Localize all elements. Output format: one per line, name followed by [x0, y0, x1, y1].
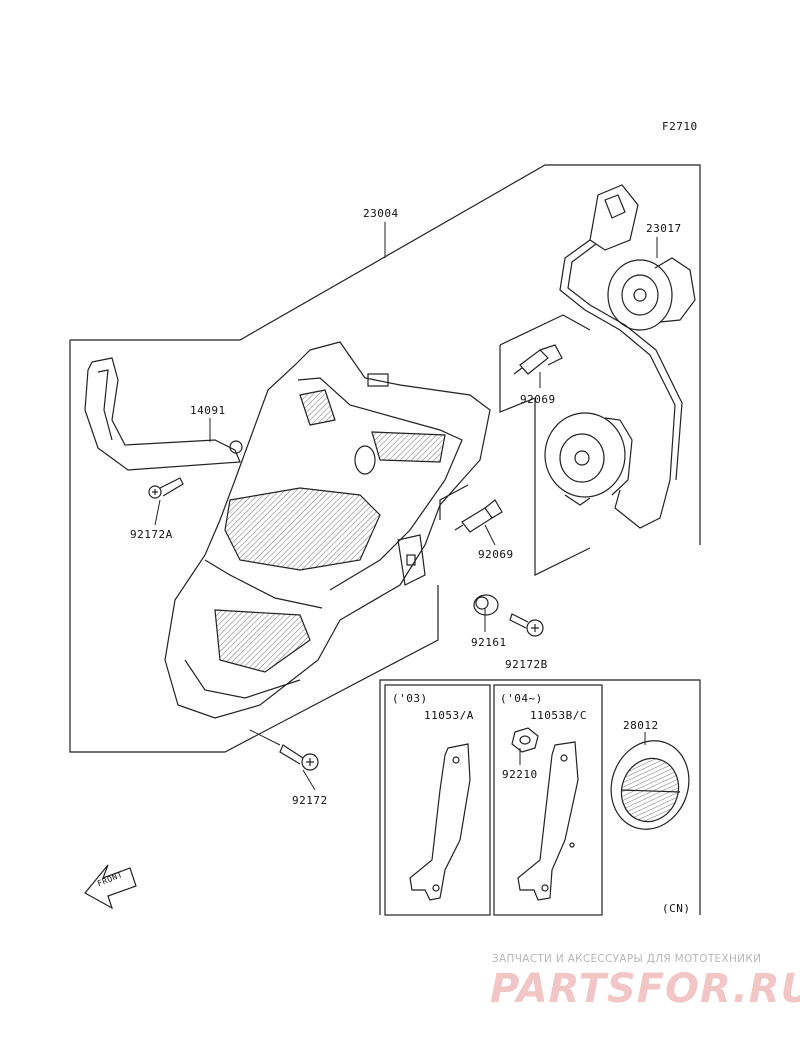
- grommet-92161: [473, 594, 499, 616]
- label-92172a: 92172A: [130, 528, 173, 541]
- label-23004: 23004: [363, 207, 399, 220]
- bracket-11053bc: [517, 741, 579, 901]
- wiring-harness-23017: [544, 184, 696, 529]
- headlight-body: [164, 341, 491, 719]
- label-28012: 28012: [623, 719, 659, 732]
- reflector-28012: [610, 740, 690, 830]
- watermark-tagline: ЗАПЧАСТИ И АКСЕССУАРЫ ДЛЯ МОТОТЕХНИКИ: [492, 953, 762, 965]
- option-box-04: [493, 684, 603, 916]
- screw-92172a: [148, 477, 184, 499]
- figure-code: F2710: [662, 120, 698, 133]
- bracket-14091: [84, 357, 243, 471]
- label-year-04: ('04~): [500, 692, 543, 705]
- screw-92172: [279, 744, 319, 771]
- label-region-cn: (CN): [662, 902, 691, 915]
- bracket-11053a: [409, 743, 471, 901]
- label-92210: 92210: [502, 768, 538, 781]
- nut-92210: [511, 727, 539, 753]
- option-box-03: [384, 684, 491, 916]
- label-92069-lower: 92069: [478, 548, 514, 561]
- bulb-92069-upper: [513, 344, 563, 375]
- label-23017: 23017: [646, 222, 682, 235]
- screw-92172b: [509, 613, 544, 637]
- bulb-inset-box: [499, 314, 591, 576]
- label-92172b: 92172B: [505, 658, 548, 671]
- front-arrow-icon: [84, 864, 137, 910]
- label-11053a: 11053/A: [424, 709, 474, 722]
- label-year-03: ('03): [392, 692, 428, 705]
- leader-lines: [154, 222, 658, 791]
- headlight-frame: [69, 164, 701, 753]
- label-92172: 92172: [292, 794, 328, 807]
- label-92069-upper: 92069: [520, 393, 556, 406]
- watermark-brand: PARTSFOR.RU: [490, 966, 800, 1012]
- label-92161: 92161: [471, 636, 507, 649]
- label-14091: 14091: [190, 404, 226, 417]
- label-11053bc: 11053B/C: [530, 709, 587, 722]
- option-box-outer: [379, 679, 701, 915]
- bulb-92069-lower: [454, 499, 503, 533]
